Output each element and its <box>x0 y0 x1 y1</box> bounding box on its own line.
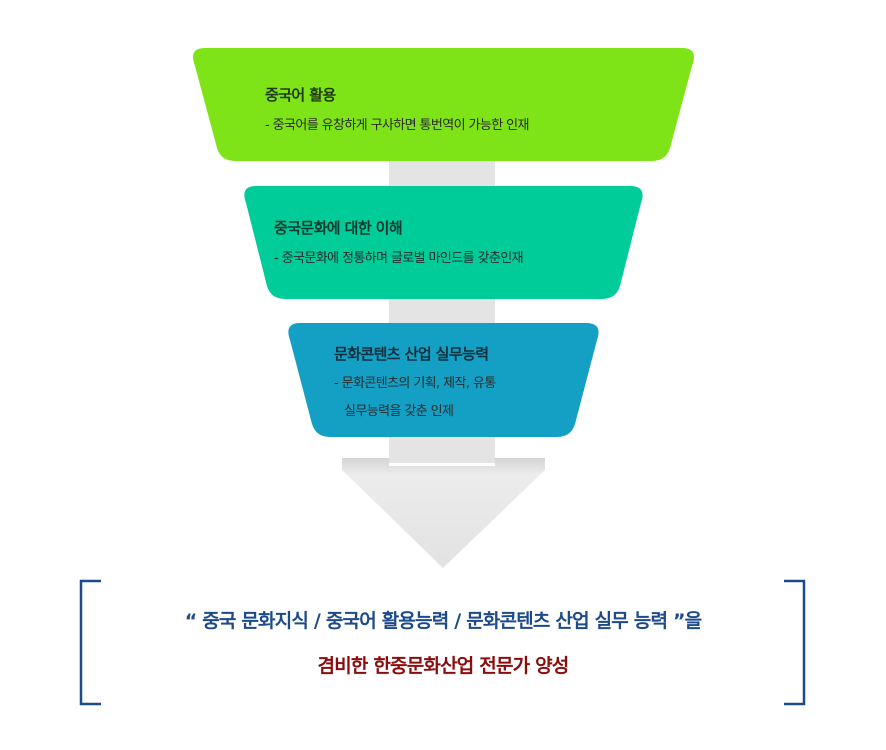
result-statement-line1: “ 중국 문화지식 / 중국어 활용능력 / 문화콘텐츠 산업 실무 능력 ”을 <box>184 610 702 632</box>
stage-2-description: - 중국문화에 정통하며 글로벌 마인드를 갖춘인재 <box>274 251 524 266</box>
stage-3-description-line1: - 문화콘텐츠의 기획, 제작, 유통 <box>334 376 496 391</box>
stage-1-description: - 중국어를 유창하게 구사하면 통번역이 가능한 인재 <box>265 118 529 133</box>
stage-2-shape <box>244 186 643 299</box>
right-bracket <box>784 579 806 706</box>
arrow-head <box>342 458 545 568</box>
stage-3-description-line2: 실무능력을 갖춘 인제 <box>344 404 454 419</box>
result-statement-line2: 겸비한 한중문화산업 전문가 양성 <box>317 655 570 677</box>
stage-1-shape <box>192 48 695 161</box>
stage-3-shape <box>288 323 599 437</box>
stage-1-title: 중국어 활용 <box>265 86 336 104</box>
stage-2-title: 중국문화에 대한 이해 <box>274 219 403 237</box>
left-bracket <box>79 579 101 706</box>
stage-3-title: 문화콘텐츠 산업 실무능력 <box>334 345 489 363</box>
